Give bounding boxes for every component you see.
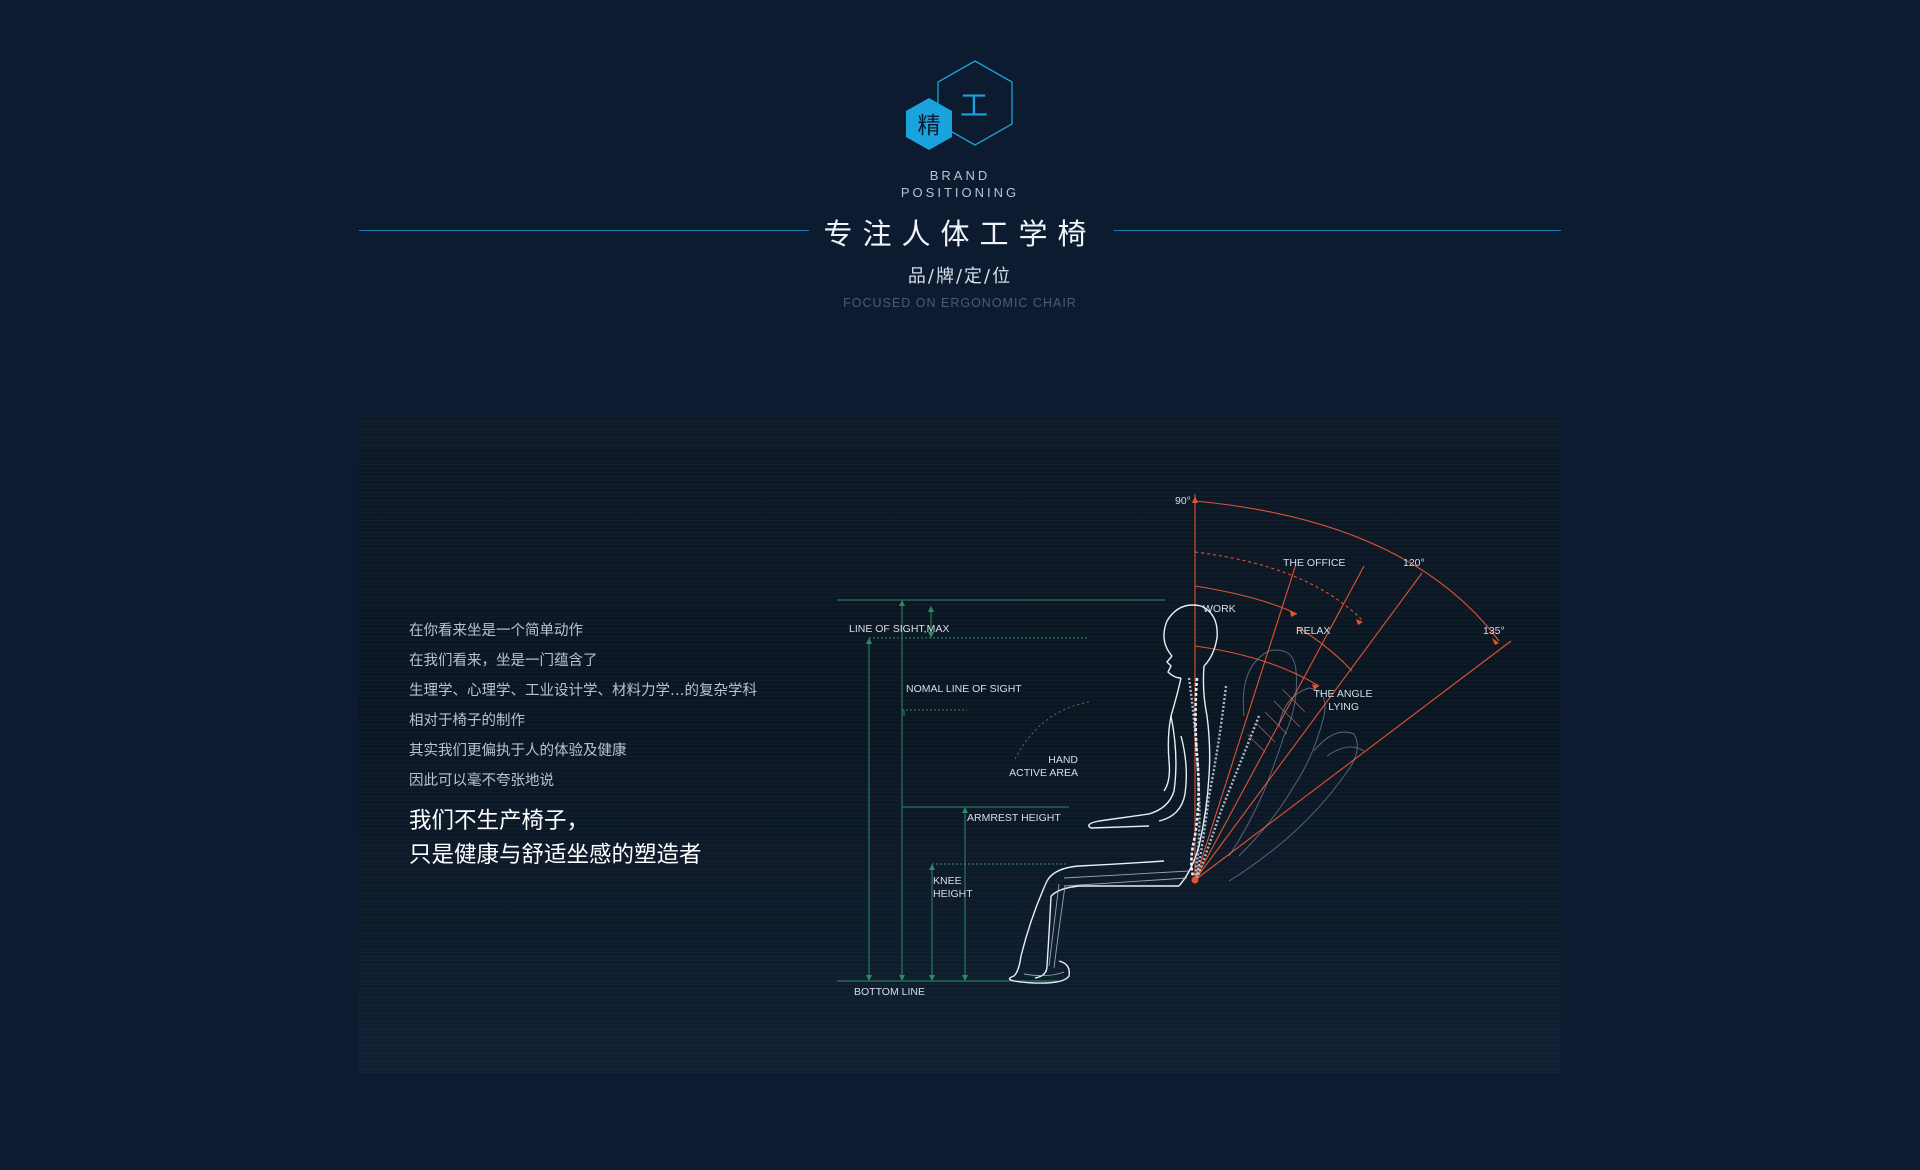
zone-lying-label: LYING: [1328, 701, 1359, 713]
normal-line-of-sight-label: NOMAL LINE OF SIGHT: [906, 683, 1022, 695]
intro-line: 在我们看来，坐是一门蕴含了: [409, 653, 598, 669]
spine-lines: [1187, 677, 1261, 879]
title-divider-left: [359, 230, 809, 231]
active-area-label: ACTIVE AREA: [1009, 767, 1078, 779]
zone-angle-label: THE ANGLE: [1314, 688, 1373, 700]
knee-label: KNEE: [933, 875, 962, 887]
pivot-point: [1191, 876, 1199, 884]
hand-label: HAND: [1048, 754, 1078, 766]
measure-arrowheads: [866, 600, 968, 981]
seated-figure: [1008, 604, 1218, 984]
main-spine: [1190, 677, 1200, 877]
logo-char-jing: 精: [918, 113, 941, 139]
zone-office-label: THE OFFICE: [1283, 557, 1345, 569]
zone-relax-label: RELAX: [1296, 625, 1330, 637]
page-subtitle: 品/牌/定/位: [907, 266, 1013, 287]
lying-angle-hatch: [1208, 689, 1305, 802]
angle-120-label: 120°: [1403, 557, 1425, 569]
brand-label-line1: BRAND: [929, 168, 991, 183]
logo-hexagon-filled: [906, 98, 952, 150]
intro-highlight-line1: 我们不生产椅子，: [409, 808, 590, 834]
intro-line: 生理学、心理学、工业设计学、材料力学…的复杂学科: [409, 683, 757, 699]
intro-highlight-line2: 只是健康与舒适坐感的塑造者: [409, 842, 702, 868]
measure-guides: [837, 599, 1165, 982]
armrest-height-label: ARMREST HEIGHT: [967, 812, 1061, 824]
angle-arrowheads: [1192, 496, 1499, 690]
title-divider-right: [1114, 230, 1561, 231]
intro-line: 在你看来坐是一个简单动作: [409, 623, 583, 639]
ergonomic-panel: 在你看来坐是一个简单动作 在我们看来，坐是一门蕴含了 生理学、心理学、工业设计学…: [359, 416, 1560, 1073]
angle-135-label: 135°: [1483, 625, 1505, 637]
logo-hexagon-outline: [937, 60, 1013, 146]
leg-bones: [1023, 870, 1190, 977]
brand-logo: 精 工: [906, 60, 1013, 150]
intro-line: 其实我们更偏执于人的体验及健康: [409, 743, 627, 759]
bottom-line-label: BOTTOM LINE: [854, 986, 925, 998]
intro-line: 相对于椅子的制作: [409, 713, 525, 729]
angle-construction: [1194, 494, 1512, 881]
angle-90-label: 90°: [1175, 495, 1191, 507]
intro-line: 因此可以毫不夸张地说: [409, 773, 554, 789]
page-title: 专注人体工学椅: [823, 217, 1097, 251]
knee-height-label: HEIGHT: [933, 888, 973, 900]
line-of-sight-max-label: LINE OF SIGHT,MAX: [849, 623, 949, 635]
english-subtitle: FOCUSED ON ERGONOMIC CHAIR: [843, 296, 1077, 310]
diagram-labels: 90° 120° 135° THE OFFICE WORK RELAX THE …: [849, 495, 1505, 998]
reclined-figures: [1228, 649, 1365, 882]
intro-copy: 在你看来坐是一个简单动作 在我们看来，坐是一门蕴含了 生理学、心理学、工业设计学…: [409, 616, 829, 872]
logo-char-gong: 工: [960, 89, 988, 122]
brand-label-line2: POSITIONING: [900, 185, 1020, 200]
zone-work-label: WORK: [1203, 603, 1236, 615]
ergonomic-diagram: 90° 120° 135° THE OFFICE WORK RELAX THE …: [837, 494, 1512, 998]
